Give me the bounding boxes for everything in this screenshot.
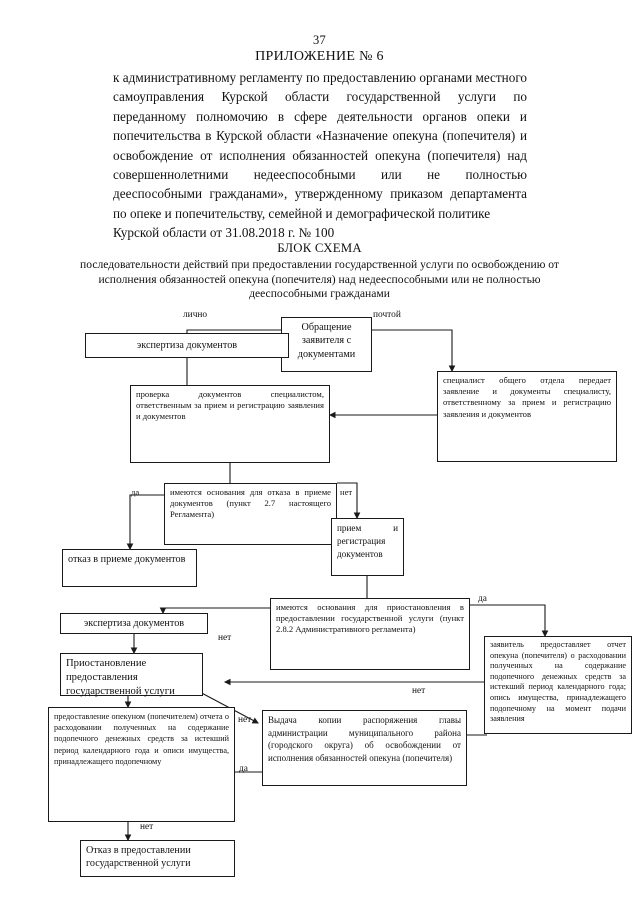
node-osnovaniya-priostanovleniya: имеются основания для приостановления в …	[270, 598, 470, 670]
node-ekspertiza-dokumentov-2: экспертиза документов	[60, 613, 208, 634]
node-predostavlenie-opekunom-otcheta: предоставление опекуном (попечителем) от…	[48, 707, 235, 822]
scheme-subtitle: последовательности действий при предоста…	[80, 258, 559, 301]
node-osnovaniya-dlya-otkaza: имеются основания для отказа в приеме до…	[164, 483, 337, 545]
node-otkaz-v-predostavlenii-uslugi: Отказ в предоставлении государственной у…	[80, 840, 235, 877]
edge-label-net-vydacha: нет	[238, 715, 252, 725]
node-obrashchenie-zayavitelya: Обращение заявителя с документами	[281, 317, 372, 372]
intro-text: к административному регламенту по предос…	[113, 70, 527, 221]
edge-label-da-vydacha: да	[239, 764, 248, 774]
edge-label-net-ekspertiza: нет	[218, 633, 232, 643]
node-zayavitel-predostavlyaet-otchet: заявитель предоставляет отчет опекуна (п…	[484, 636, 632, 734]
edge-label-da-zayavitel: да	[478, 594, 487, 604]
edge-label-pochtoy: почтой	[373, 310, 401, 320]
edge-label-net-otkaz: нет	[140, 822, 154, 832]
edge-label-net-priem: нет	[340, 487, 353, 497]
node-proverka-dokumentov: проверка документов специалистом, ответс…	[130, 385, 330, 463]
node-vydacha-kopii-rasporyazheniya: Выдача копии распоряжения главы админист…	[262, 710, 467, 786]
page-number: 37	[313, 33, 326, 47]
node-specialist-obshchego-otdela: специалист общего отдела передает заявле…	[437, 371, 617, 462]
edge-label-lichno: лично	[183, 310, 208, 320]
appendix-title: ПРИЛОЖЕНИЕ № 6	[255, 49, 384, 64]
node-priostanovlenie-predostavleniya: Приостановление предоставления государст…	[60, 653, 203, 697]
intro-paragraph: к административному регламенту по предос…	[113, 68, 527, 243]
intro-last-line: Курской области от 31.08.2018 г. № 100	[113, 225, 335, 241]
node-priem-i-registraciya: прием и регистрация документов	[331, 518, 404, 576]
edge-label-da-otkaz: да	[131, 487, 140, 497]
scheme-title: БЛОК СХЕМА	[277, 241, 362, 255]
node-ekspertiza-dokumentov-1: экспертиза документов	[85, 333, 289, 358]
node-otkaz-v-prieme-dokumentov: отказ в приеме документов	[62, 549, 197, 587]
edge-label-net-priostanovlenie: нет	[412, 686, 426, 696]
